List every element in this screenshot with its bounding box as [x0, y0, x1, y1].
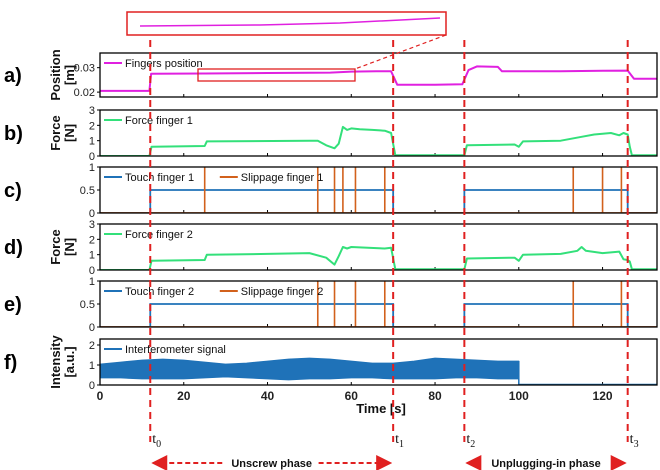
y-axis-label-d: Force[N]: [48, 229, 77, 264]
time-marker-label: t3: [630, 432, 639, 450]
x-tick-label: 0: [97, 389, 104, 403]
time-marker-label: t0: [152, 432, 161, 450]
y-axis-label-line: Intensity: [48, 335, 63, 389]
y-tick-label: 0.02: [74, 87, 95, 99]
y-axis-label-line: Force: [48, 229, 63, 264]
y-axis-label-a: Position[m]: [48, 49, 77, 100]
legend-label: Slippage finger 2: [241, 286, 324, 298]
panel-letter-a: a): [4, 65, 22, 87]
y-axis-label-b: Force[N]: [48, 115, 77, 150]
phase-annotations: Unscrew phase Unplugging-in phase: [151, 455, 627, 470]
y-tick-label: 0: [89, 380, 95, 392]
plot-area-d: [100, 246, 657, 270]
y-tick-label: 1: [89, 250, 95, 262]
zoom-connector: [354, 34, 447, 70]
y-tick-label: 2: [89, 120, 95, 132]
panel-letter-c: c): [4, 180, 22, 202]
plot-area-a: [100, 65, 657, 92]
panel-frame-a: [99, 52, 658, 98]
phase-label: Unscrew phase: [231, 458, 312, 470]
series-line-d: [100, 246, 657, 270]
y-tick-label: 0.5: [80, 299, 95, 311]
time-marker-sub: 2: [470, 439, 475, 450]
x-tick-label: 40: [261, 389, 275, 403]
zoom-box: [126, 11, 447, 36]
legend-label: Touch finger 1: [125, 172, 194, 184]
panel-f: f) Intensity[a.u.] 0 1 2 Interferometer signa…: [4, 335, 658, 392]
y-axis-label-f: Intensity[a.u.]: [48, 335, 77, 389]
panel-letter-d: d): [4, 237, 23, 259]
y-tick-label: 3: [89, 105, 95, 117]
zoom-inset: [126, 11, 447, 82]
y-tick-label: 1: [89, 276, 95, 288]
series-line-a: [100, 65, 657, 92]
y-tick-label: 0: [89, 265, 95, 277]
y-tick-label: 0.03: [74, 63, 95, 75]
time-marker-base: t: [466, 432, 470, 447]
y-axis-label-line: [N]: [62, 124, 77, 142]
x-axis-label: Time [s]: [356, 401, 406, 416]
y-axis-label-line: Force: [48, 115, 63, 150]
time-marker-base: t: [630, 432, 634, 447]
y-tick-label: 2: [89, 234, 95, 246]
panel-letter-e: e): [4, 294, 22, 316]
y-axis-label-line: [a.u.]: [62, 346, 77, 377]
y-tick-label: 0: [89, 208, 95, 220]
panel-frame-d: [99, 223, 658, 271]
legend-label: Touch finger 2: [125, 286, 194, 298]
plot-area-e: [100, 281, 657, 327]
y-tick-label: 1: [89, 162, 95, 174]
panel-frame-b: [99, 109, 658, 157]
time-marker-label: t2: [466, 432, 475, 450]
x-axis-ticks: 0 20 40 60 80 100 120: [97, 389, 613, 403]
series-line-b: [100, 125, 657, 156]
panel-frame-c: [99, 166, 658, 214]
panel-frame-f: [99, 338, 658, 386]
y-tick-label: 1: [89, 136, 95, 148]
legend-label: Force finger 2: [125, 229, 193, 241]
legend-label: Interferometer signal: [125, 344, 226, 356]
y-tick-label: 1: [89, 360, 95, 372]
y-tick-label: 3: [89, 219, 95, 231]
x-tick-label: 100: [509, 389, 529, 403]
panel-letter-b: b): [4, 123, 23, 145]
plot-area-b: [100, 125, 657, 156]
y-tick-label: 0.5: [80, 185, 95, 197]
time-marker-base: t: [395, 432, 399, 447]
legend-label: Slippage finger 1: [241, 172, 324, 184]
time-marker-base: t: [152, 432, 156, 447]
y-tick-label: 0: [89, 151, 95, 163]
time-marker-label: t1: [395, 432, 404, 450]
time-marker-sub: 3: [634, 439, 639, 450]
time-marker-sub: 1: [399, 439, 404, 450]
legend-label: Fingers position: [125, 58, 203, 70]
x-tick-label: 80: [428, 389, 442, 403]
plot-area-f: [100, 357, 657, 385]
signal-band: [100, 357, 520, 381]
legend-label: Force finger 1: [125, 115, 193, 127]
touch-line-e: [100, 303, 657, 327]
y-axis-label-line: [N]: [62, 238, 77, 256]
x-tick-label: 20: [177, 389, 191, 403]
y-axis-label-line: Position: [48, 49, 63, 100]
time-marker-sub: 0: [156, 439, 161, 450]
y-tick-label: 0: [89, 322, 95, 334]
phase-label: Unplugging-in phase: [491, 458, 600, 470]
x-tick-label: 120: [593, 389, 613, 403]
zoom-source-box: [197, 68, 356, 82]
panel-letter-f: f): [4, 352, 17, 374]
zoom-line: [139, 17, 441, 27]
x-tick-label: 60: [345, 389, 359, 403]
y-axis-label-line: [m]: [62, 65, 77, 85]
panel-frame-e: [99, 280, 658, 328]
y-tick-label: 2: [89, 340, 95, 352]
